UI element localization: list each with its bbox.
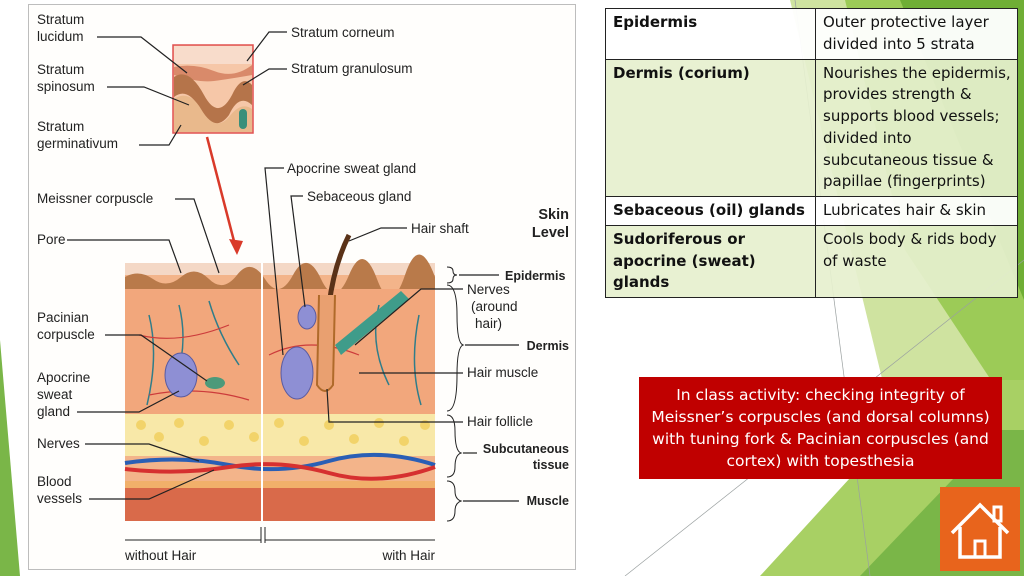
hair-follicle [315,294,336,392]
label-stratum-spinosum-2: spinosum [37,79,95,94]
label-nerves: Nerves [37,436,80,451]
table-cell-term: Sebaceous (oil) glands [605,196,816,226]
label-stratum-corneum: Stratum corneum [291,25,395,40]
sebaceous-gland [297,304,317,330]
skin-diagram: Stratum lucidum Stratum corneum Stratum … [28,4,576,570]
left-green-accent [0,340,20,576]
table-row: Sudoriferous or apocrine (sweat) glands … [605,224,1018,299]
level-epidermis: Epidermis [505,269,565,283]
home-icon [950,502,1010,559]
strata-inset [172,44,254,134]
table-cell-description: Outer protective layer divided into 5 st… [815,8,1018,60]
skin-diagram-svg: Stratum lucidum Stratum corneum Stratum … [37,12,569,563]
label-stratum-granulosum: Stratum granulosum [291,61,413,76]
table-cell-description: Lubricates hair & skin [815,196,1018,226]
label-nerves-hair-1: Nerves [467,282,510,297]
label-pacinian-2: corpuscle [37,327,95,342]
label-apocrine-sweat-gland: Apocrine sweat gland [287,161,416,176]
label-hair-shaft: Hair shaft [411,221,469,236]
table-cell-term: Epidermis [605,8,816,60]
table-row: Epidermis Outer protective layer divided… [605,8,1018,60]
skin-level-heading-1: Skin [538,207,569,223]
skin-cross-section [124,233,436,521]
label-stratum-lucidum-1: Stratum [37,12,84,27]
label-apocrine-2: sweat [37,387,73,402]
table-cell-term: Sudoriferous or apocrine (sweat) glands [605,224,816,299]
level-dermis: Dermis [527,339,569,353]
inset-arrow-line [205,136,237,246]
inset-arrow-head [229,239,243,255]
label-blood-vessels-1: Blood [37,474,72,489]
apocrine-gland-left [164,352,198,398]
home-button[interactable] [940,487,1020,571]
table-row: Dermis (corium) Nourishes the epidermis,… [605,58,1018,197]
table-cell-description: Cools body & rids body of waste [815,224,1018,299]
activity-callout: In class activity: checking integrity of… [639,377,1002,479]
table-row: Sebaceous (oil) glands Lubricates hair &… [605,196,1018,226]
skin-components-table: Epidermis Outer protective layer divided… [605,8,1018,299]
label-hair-muscle: Hair muscle [467,365,538,380]
level-subcutaneous-1: Subcutaneous [483,442,569,456]
label-stratum-germinativum-2: germinativum [37,136,118,151]
label-apocrine-1: Apocrine [37,370,90,385]
skin-level-heading-2: Level [532,225,569,241]
pacinian-corpuscle [205,377,225,389]
label-with-hair: with Hair [381,548,435,563]
level-subcutaneous-2: tissue [533,458,569,472]
label-meissner-corpuscle: Meissner corpuscle [37,191,153,206]
label-nerves-hair-2: (around [471,299,518,314]
label-pore: Pore [37,232,66,247]
hair-muscle [335,291,409,355]
table-cell-description: Nourishes the epidermis, provides streng… [815,58,1018,197]
activity-text: In class activity: checking integrity of… [651,386,990,470]
label-stratum-lucidum-2: lucidum [37,29,84,44]
label-without-hair: without Hair [124,548,197,563]
level-muscle: Muscle [527,494,569,508]
label-sebaceous-gland: Sebaceous gland [307,189,411,204]
apocrine-gland-right [280,346,314,400]
label-nerves-hair-3: hair) [475,316,502,331]
label-hair-follicle: Hair follicle [467,414,533,429]
label-pacinian-1: Pacinian [37,310,89,325]
label-blood-vessels-2: vessels [37,491,82,506]
label-stratum-spinosum-1: Stratum [37,62,84,77]
label-apocrine-3: gland [37,404,70,419]
label-stratum-germinativum-1: Stratum [37,119,84,134]
table-cell-term: Dermis (corium) [605,58,816,197]
